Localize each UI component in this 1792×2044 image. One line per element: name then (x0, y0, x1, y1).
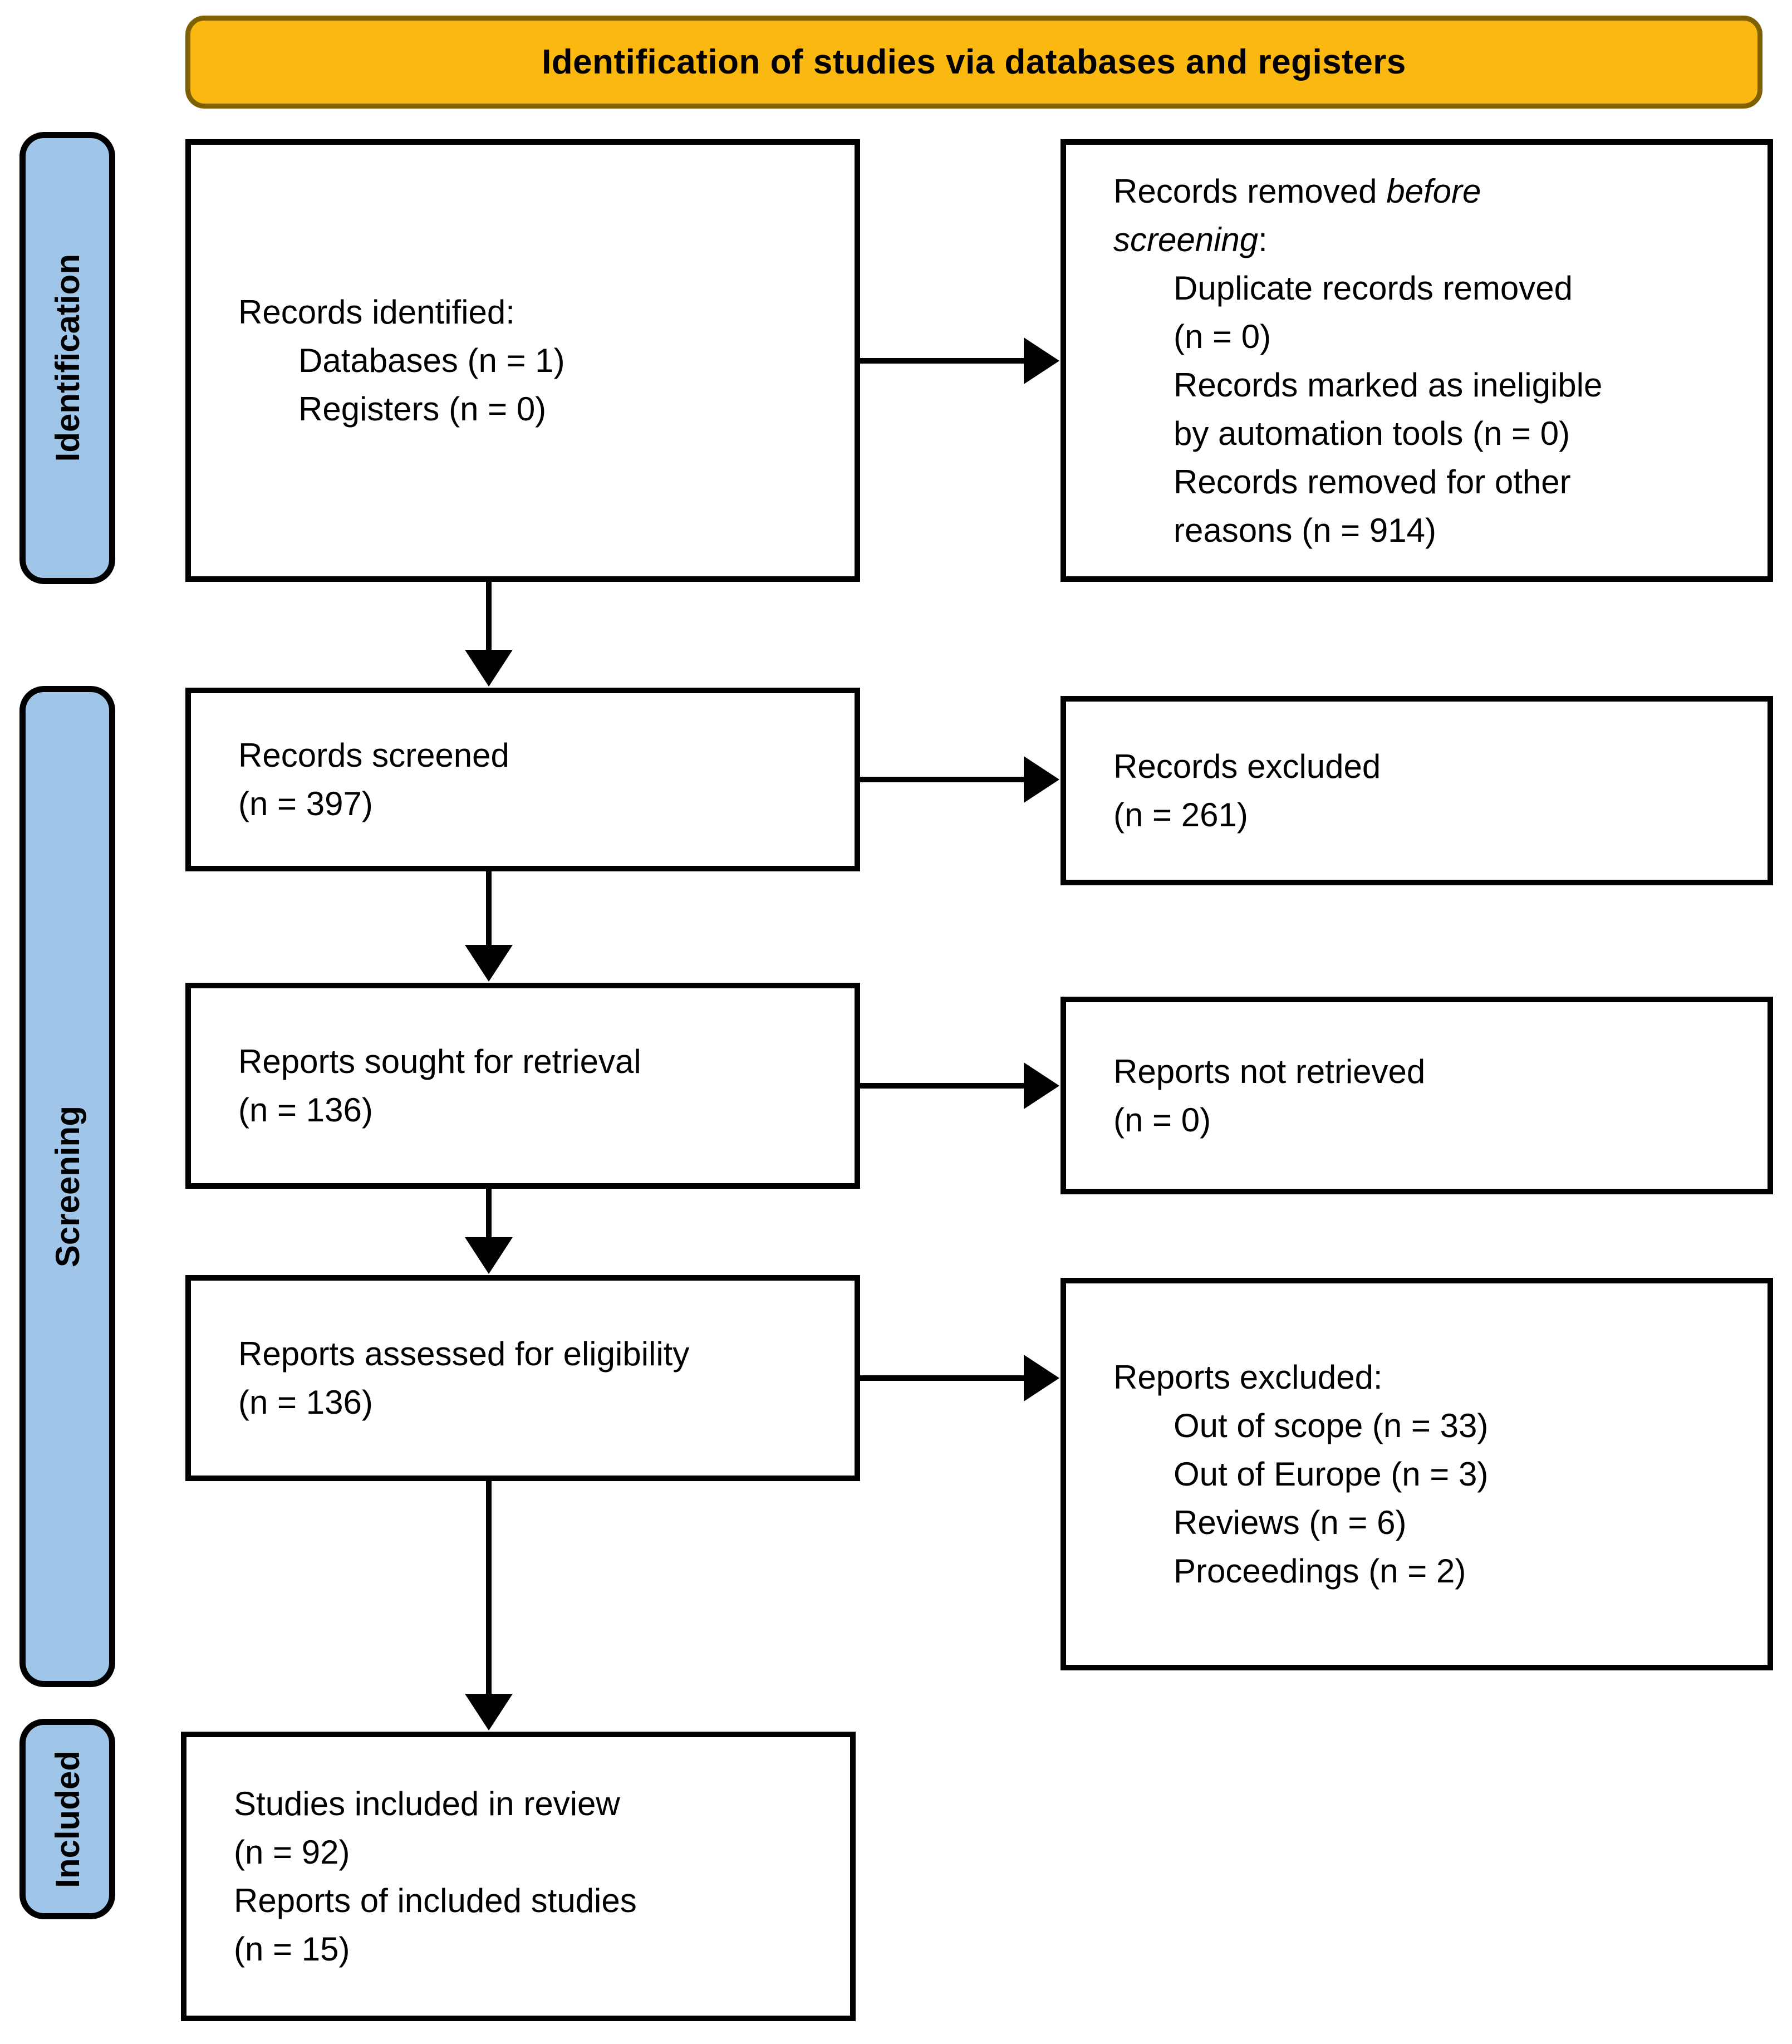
box-line: Records marked as ineligible (1174, 366, 1603, 404)
box-line: Reviews (n = 6) (1174, 1504, 1407, 1541)
box-line: Registers (n = 0) (298, 390, 547, 428)
box-line: Reports assessed for eligibility (238, 1335, 690, 1373)
header-banner: Identification of studies via databases … (185, 16, 1762, 109)
stage-label-included-text: Included (48, 1750, 86, 1888)
box-line: screening: (1113, 220, 1268, 258)
box-reports-not-retrieved: Reports not retrieved (n = 0) (1061, 997, 1773, 1194)
stage-label-included: Included (19, 1719, 115, 1919)
box-line: (n = 15) (234, 1930, 350, 1968)
box-line: Records screened (238, 737, 509, 774)
box-reports-excluded: Reports excluded: Out of scope (n = 33) … (1061, 1278, 1773, 1670)
stage-label-screening-text: Screening (48, 1105, 86, 1268)
box-line: (n = 136) (238, 1384, 373, 1421)
box-line: Reports excluded: (1113, 1359, 1383, 1396)
box-line: Reports not retrieved (1113, 1052, 1426, 1090)
arrow-down-screened-to-sought (465, 871, 513, 982)
box-records-excluded: Records excluded (n = 261) (1061, 696, 1773, 885)
box-line: Databases (n = 1) (298, 342, 565, 379)
box-line: (n = 136) (238, 1091, 373, 1129)
arrow-right-sought-to-not-retrieved (860, 1062, 1059, 1109)
arrow-right-assessed-to-excluded (860, 1355, 1059, 1401)
box-line: Reports of included studies (234, 1882, 637, 1919)
box-line: Duplicate records removed (1174, 269, 1573, 307)
stage-label-identification: Identification (19, 132, 115, 584)
box-studies-included: Studies included in review (n = 92) Repo… (181, 1732, 856, 2021)
box-line: Records identified: (238, 293, 515, 331)
box-line: Out of scope (n = 33) (1174, 1407, 1489, 1444)
stage-label-identification-text: Identification (48, 254, 86, 462)
box-line: reasons (n = 914) (1174, 511, 1436, 549)
arrow-down-assessed-to-included (465, 1481, 513, 1731)
box-line: (n = 397) (238, 785, 373, 822)
box-line: Studies included in review (234, 1785, 620, 1822)
box-line: Reports sought for retrieval (238, 1043, 641, 1080)
box-records-screened: Records screened (n = 397) (185, 688, 860, 871)
box-reports-sought: Reports sought for retrieval (n = 136) (185, 983, 860, 1189)
box-line: Out of Europe (n = 3) (1174, 1455, 1489, 1493)
box-records-removed: Records removed before screening: Duplic… (1061, 139, 1773, 582)
box-line: Proceedings (n = 2) (1174, 1552, 1466, 1590)
box-line: (n = 0) (1174, 317, 1271, 355)
stage-label-screening: Screening (19, 686, 115, 1687)
box-line: Records excluded (1113, 748, 1381, 785)
box-line: by automation tools (n = 0) (1174, 414, 1570, 452)
box-line: (n = 0) (1113, 1101, 1211, 1139)
box-line: Records removed for other (1174, 463, 1571, 501)
arrow-down-sought-to-assessed (465, 1189, 513, 1274)
arrow-down-identified-to-screened (465, 582, 513, 687)
box-line: Records removed before (1113, 172, 1481, 210)
box-line: (n = 261) (1113, 796, 1248, 834)
arrow-right-screened-to-excluded (860, 756, 1059, 803)
header-title: Identification of studies via databases … (542, 43, 1406, 81)
arrow-right-identified-to-removed (860, 337, 1059, 384)
box-records-identified: Records identified: Databases (n = 1) Re… (185, 139, 860, 582)
box-reports-assessed: Reports assessed for eligibility (n = 13… (185, 1275, 860, 1481)
box-line: (n = 92) (234, 1834, 350, 1871)
